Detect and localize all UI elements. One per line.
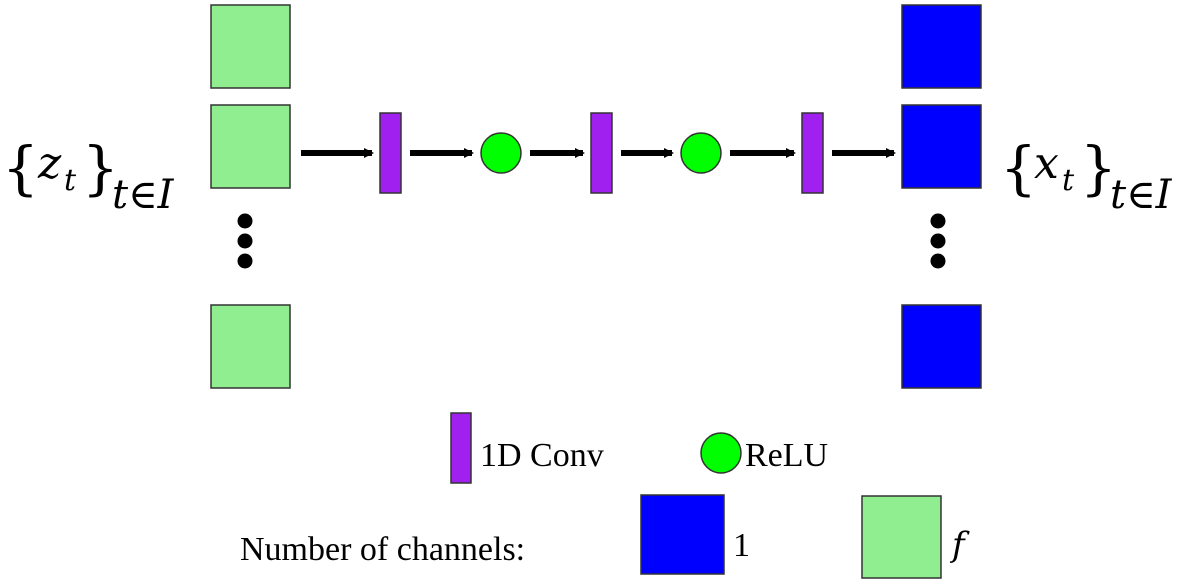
legend-one-channel-swatch — [640, 494, 725, 575]
input-square — [210, 104, 291, 189]
legend-channels-title: Number of channels: — [240, 531, 525, 568]
legend-f-channel-swatch — [861, 495, 942, 579]
legend-one-channel-label: 1 — [733, 527, 750, 564]
output-subscript: t — [1062, 163, 1075, 198]
ellipsis-dot — [930, 233, 946, 249]
input-label: { z t } t∈I — [2, 134, 175, 218]
output-set-subscript: t∈I — [1110, 172, 1173, 218]
legend-conv-label: 1D Conv — [480, 437, 604, 474]
relu-node — [680, 132, 722, 174]
legend-relu-swatch — [700, 432, 742, 474]
input-brace-close: } — [82, 134, 119, 202]
pipeline — [301, 112, 896, 194]
ellipsis-dot — [930, 213, 946, 229]
input-square — [210, 4, 291, 89]
input-brace-open: { — [2, 134, 39, 202]
output-variable: x — [1034, 138, 1059, 189]
ellipsis-dot — [237, 253, 253, 269]
output-block — [901, 4, 982, 389]
output-brace-close: } — [1080, 134, 1117, 202]
legend-relu-label: ReLU — [745, 437, 828, 474]
conv-layer — [379, 112, 402, 194]
ellipsis-dot — [237, 233, 253, 249]
input-subscript: t — [64, 163, 77, 198]
ellipsis-dot — [930, 253, 946, 269]
legend-channels: Number of channels: 1 f — [240, 494, 970, 579]
input-square — [210, 304, 291, 389]
conv-layer — [590, 112, 613, 194]
legend-f-channel-label: f — [949, 525, 970, 565]
output-label: { x t } t∈I — [1000, 134, 1173, 218]
ellipsis-dot — [237, 213, 253, 229]
relu-node — [480, 132, 522, 174]
conv-layer — [801, 112, 824, 194]
output-square — [901, 104, 982, 189]
output-square — [901, 4, 982, 89]
output-square — [901, 304, 982, 389]
input-block — [210, 4, 291, 389]
input-set-subscript: t∈I — [112, 172, 175, 218]
input-variable: z — [37, 138, 62, 189]
legend-conv-swatch — [450, 412, 472, 484]
legend-layer-types: 1D Conv ReLU — [450, 412, 828, 484]
output-brace-open: { — [1000, 134, 1037, 202]
